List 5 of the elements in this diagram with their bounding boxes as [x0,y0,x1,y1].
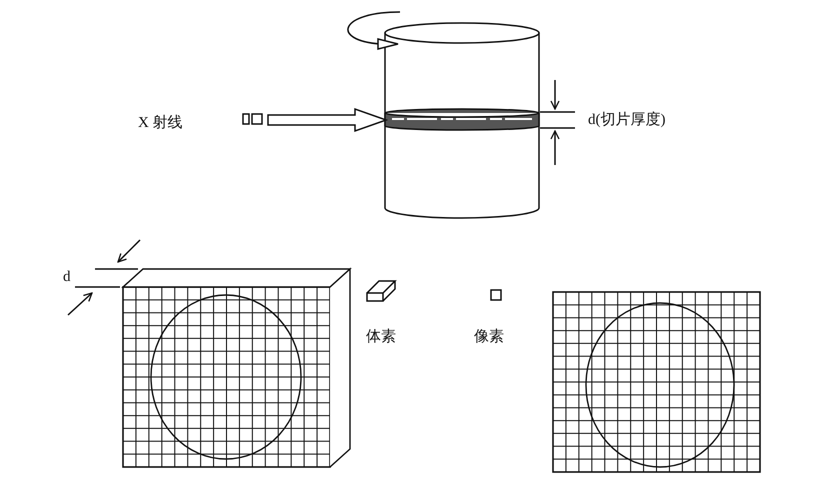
pixel-label: 像素 [474,328,504,346]
dimension-label: d [63,268,70,286]
voxel-label: 体素 [366,328,396,346]
slice-thickness-label: d(切片厚度) [588,111,666,129]
x-ray-label: X 射线 [138,114,183,132]
